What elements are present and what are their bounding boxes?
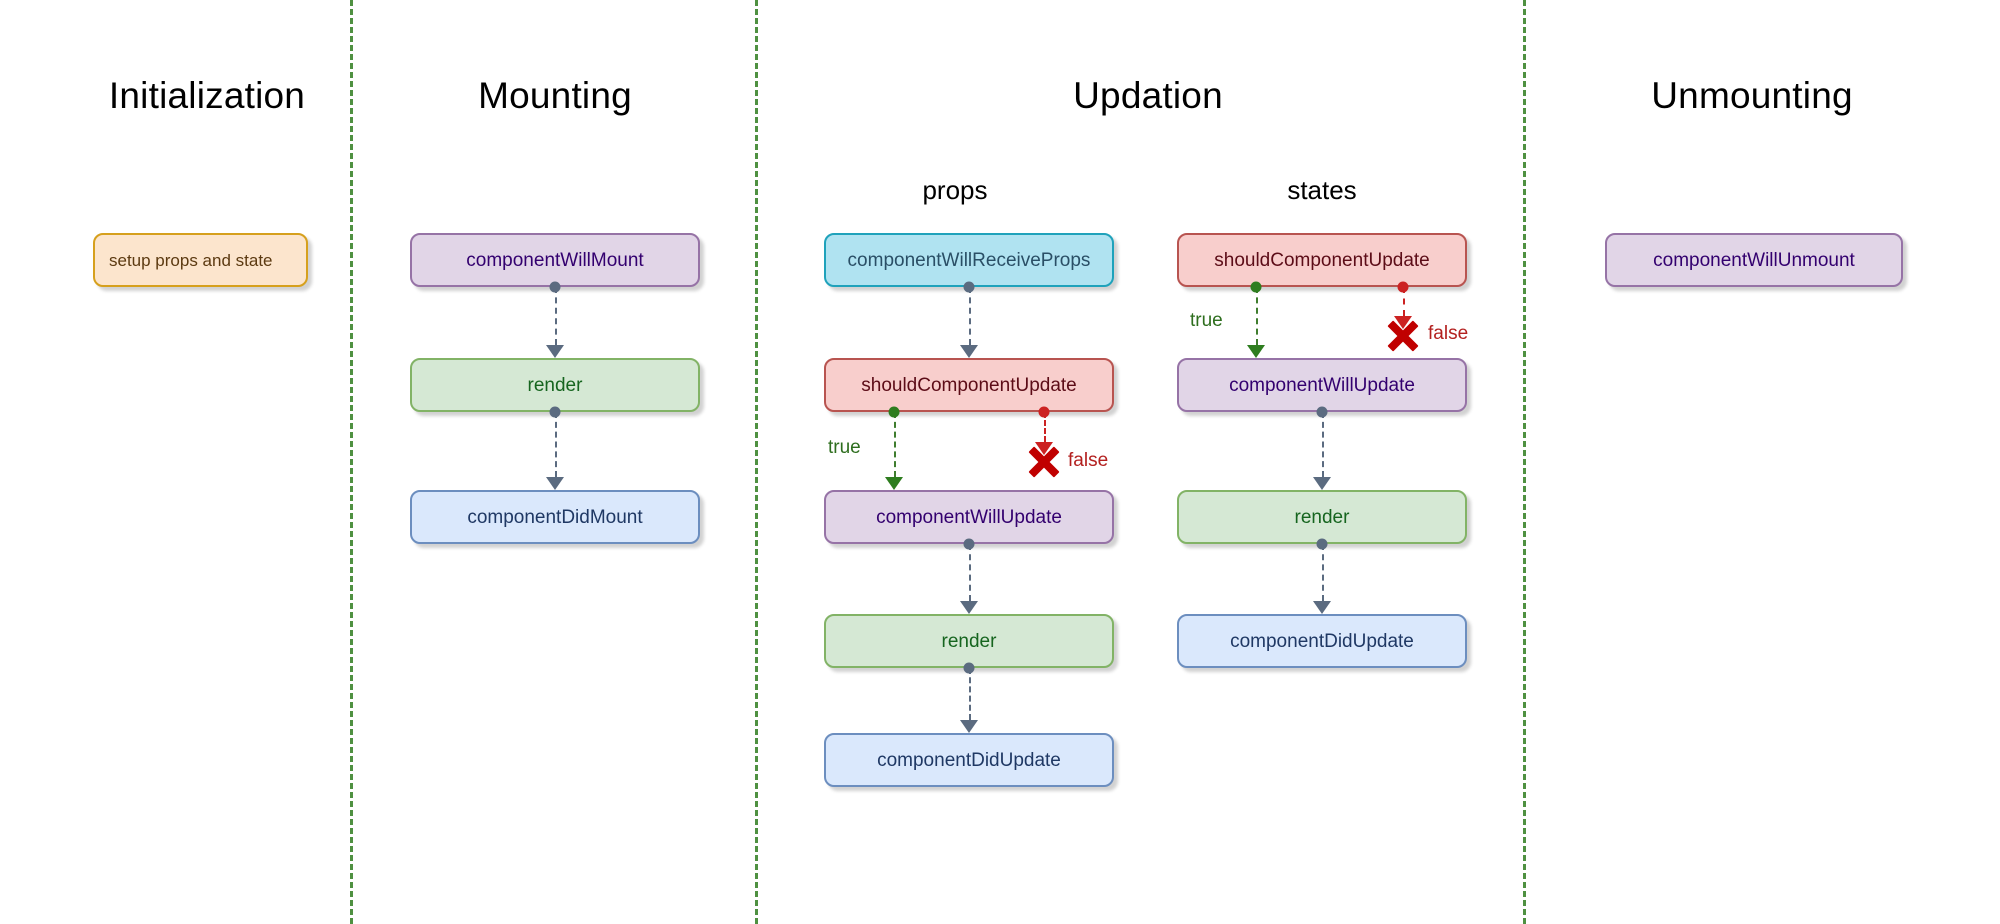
node-setup-props-and-state[interactable]: setup props and state [93, 233, 308, 287]
connector-dot-states-true [1250, 281, 1262, 293]
connector-dot-props-2 [963, 538, 975, 550]
connector-arrow-props-1 [960, 345, 978, 358]
blocked-x-icon-props [1027, 445, 1061, 479]
connector-arrow-states-1 [1313, 477, 1331, 490]
connector-props-should-update-false [1044, 412, 1046, 442]
connector-mounting-render-to-did-mount [555, 412, 557, 477]
column-title-unmounting: Unmounting [1651, 75, 1853, 116]
connector-states-should-update-false [1403, 287, 1405, 316]
connector-props-should-update-true [894, 412, 896, 477]
connector-arrow-states-true [1247, 345, 1265, 358]
branch-label-states-true: true [1190, 310, 1223, 331]
node-states-component-will-update[interactable]: componentWillUpdate [1177, 358, 1467, 412]
node-props-component-will-receive-props[interactable]: componentWillReceiveProps [824, 233, 1114, 287]
separator-initialization-mounting [350, 0, 353, 924]
connector-arrow-mounting-1 [546, 345, 564, 358]
connector-mounting-will-mount-to-render [555, 287, 557, 345]
node-props-component-will-update[interactable]: componentWillUpdate [824, 490, 1114, 544]
branch-label-props-true: true [828, 437, 861, 458]
connector-states-should-update-true [1256, 287, 1258, 345]
connector-dot-states-2 [1316, 538, 1328, 550]
node-states-should-component-update[interactable]: shouldComponentUpdate [1177, 233, 1467, 287]
separator-updation-unmounting [1523, 0, 1526, 924]
branch-label-states-false: false [1428, 323, 1469, 344]
connector-arrow-states-2 [1313, 601, 1331, 614]
connector-props-render-to-did-update [969, 668, 971, 720]
connector-props-will-update-to-render [969, 544, 971, 601]
connector-states-render-to-did-update [1322, 544, 1324, 601]
column-title-mounting: Mounting [478, 75, 632, 116]
subcolumn-title-states: states [1287, 175, 1357, 205]
connector-dot-mounting-1 [549, 281, 561, 293]
column-title-updation: Updation [1073, 75, 1223, 116]
node-mounting-component-will-mount[interactable]: componentWillMount [410, 233, 700, 287]
branch-label-props-false: false [1068, 450, 1109, 471]
node-states-component-did-update[interactable]: componentDidUpdate [1177, 614, 1467, 668]
connector-dot-props-true [888, 406, 900, 418]
node-unmounting-component-will-unmount[interactable]: componentWillUnmount [1605, 233, 1903, 287]
node-props-render[interactable]: render [824, 614, 1114, 668]
separator-mounting-updation [755, 0, 758, 924]
node-mounting-render[interactable]: render [410, 358, 700, 412]
column-title-initialization: Initialization [108, 75, 306, 116]
node-props-should-component-update[interactable]: shouldComponentUpdate [824, 358, 1114, 412]
connector-props-receive-to-should-update [969, 287, 971, 345]
connector-dot-states-false [1397, 281, 1409, 293]
node-states-render[interactable]: render [1177, 490, 1467, 544]
node-props-component-did-update[interactable]: componentDidUpdate [824, 733, 1114, 787]
connector-arrow-props-2 [960, 601, 978, 614]
connector-dot-props-3 [963, 662, 975, 674]
subcolumn-title-props: props [922, 175, 988, 205]
connector-dot-states-1 [1316, 406, 1328, 418]
blocked-x-icon-states [1386, 319, 1420, 353]
connector-arrow-mounting-2 [546, 477, 564, 490]
connector-states-will-update-to-render [1322, 412, 1324, 477]
connector-arrow-props-3 [960, 720, 978, 733]
connector-dot-props-false [1038, 406, 1050, 418]
node-mounting-component-did-mount[interactable]: componentDidMount [410, 490, 700, 544]
connector-dot-props-1 [963, 281, 975, 293]
connector-dot-mounting-2 [549, 406, 561, 418]
connector-arrow-props-true [885, 477, 903, 490]
